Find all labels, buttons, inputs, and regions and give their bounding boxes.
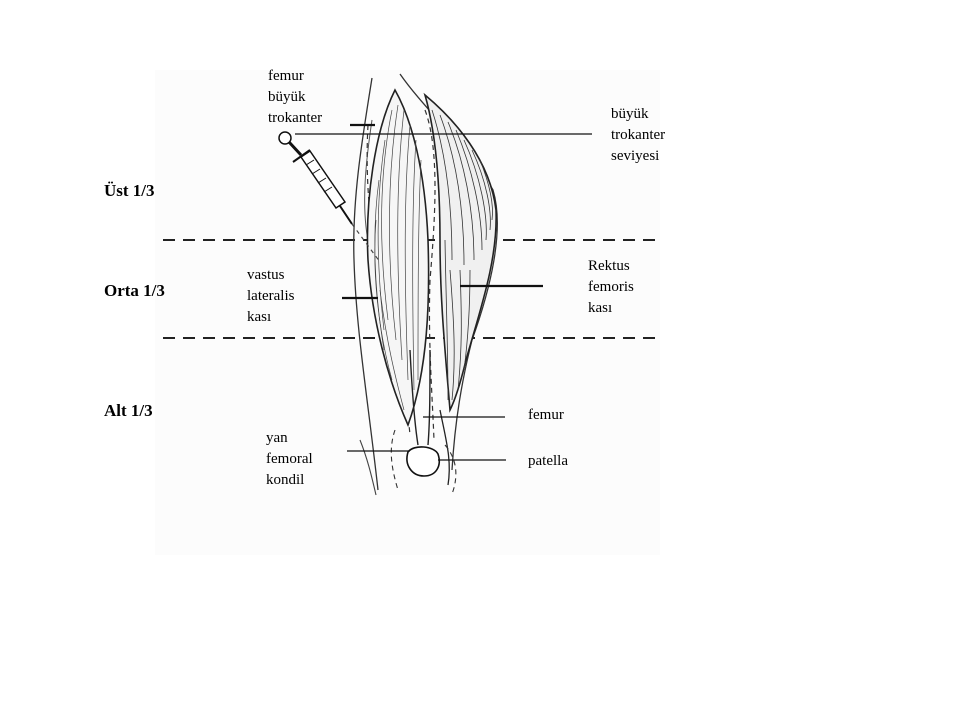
syringe-icon [278,131,381,263]
leader-lines [295,123,592,461]
zone-middle-label: Orta 1/3 [104,281,165,300]
lateral-knee-contour [359,439,377,496]
label-vastus-lateralis: vastus lateralis kası [247,267,295,325]
quadriceps-tendon-medial [427,349,431,446]
quadriceps-tendon-lateral [409,349,419,446]
zone-lower-label: Alt 1/3 [104,401,153,420]
label-patella: patella [528,453,568,469]
knee-outline-medial [444,444,457,495]
vastus-lateralis-fibers [374,104,422,411]
label-femur: femur [528,407,564,423]
knee-outline-lateral [390,429,399,491]
medial-knee-contour [439,409,450,486]
label-rectus-femoris: Rektus femoris kası [588,258,634,316]
rectus-femoris-muscle [423,92,497,413]
zone-upper-label: Üst 1/3 [104,181,155,200]
femur-outline-medial [424,109,436,441]
label-femur-greater-trochanter: femur büyük trokanter [268,68,323,126]
label-lateral-femoral-condyle: yan femoral kondil [266,430,313,488]
thigh-lateral-outline [353,77,379,491]
patella-shape [406,446,440,477]
label-greater-trochanter-level: büyük trokanter seviyesi [611,106,666,164]
